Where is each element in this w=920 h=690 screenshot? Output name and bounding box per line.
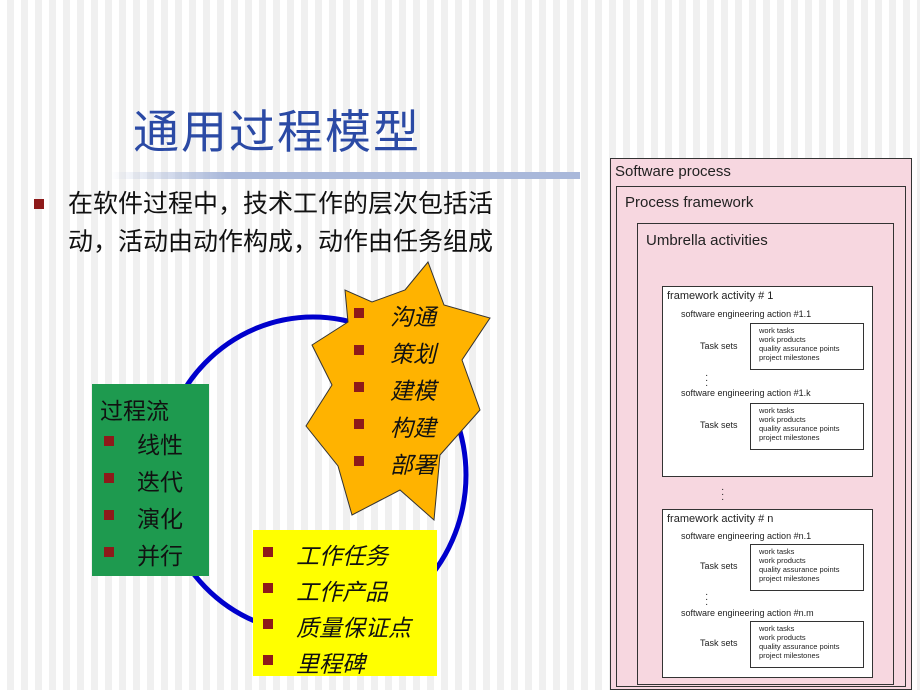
square-bullet-icon xyxy=(263,547,273,557)
framework-activity-title: framework activity # n xyxy=(667,513,774,525)
task-line: project milestones xyxy=(759,433,820,442)
bullet-text-line-2: 动，活动由动作构成，动作由任务组成 xyxy=(68,227,494,256)
task-line: work tasks xyxy=(759,547,795,556)
flow-item-label: 线性 xyxy=(137,433,183,459)
framework-activity-1: framework activity # 1 software engineer… xyxy=(662,286,873,477)
se-action-label: software engineering action #1.1 xyxy=(681,309,812,319)
task-line: quality assurance points xyxy=(759,344,840,353)
activity-label: 构建 xyxy=(390,416,436,442)
square-bullet-icon xyxy=(354,382,364,392)
square-bullet-icon xyxy=(34,199,44,209)
task-line: project milestones xyxy=(759,651,820,660)
square-bullet-icon xyxy=(263,619,273,629)
activity-label: 策划 xyxy=(390,342,436,368)
task-items-box: 工作任务 工作产品 质量保证点 里程碑 xyxy=(253,530,437,678)
process-flow-heading: 过程流 xyxy=(100,399,169,425)
framework-activity-n: framework activity # n software engineer… xyxy=(662,509,873,678)
slide-title: 通用过程模型 xyxy=(133,105,421,159)
activity-label: 建模 xyxy=(390,379,436,405)
task-line: work tasks xyxy=(759,624,795,633)
se-action-label: software engineering action #n.m xyxy=(681,608,814,618)
task-line: work products xyxy=(759,556,806,565)
umbrella-activities-box: Umbrella activities framework activity #… xyxy=(637,223,894,685)
square-bullet-icon xyxy=(104,473,114,483)
task-item-label: 质量保证点 xyxy=(296,616,411,642)
main-bullet: 在软件过程中，技术工作的层次包括活 动，活动由动作构成，动作由任务组成 xyxy=(34,185,594,261)
task-line: quality assurance points xyxy=(759,424,840,433)
software-process-label: Software process xyxy=(615,163,731,180)
task-item-label: 里程碑 xyxy=(296,652,365,678)
task-set-box: work tasks work products quality assuran… xyxy=(750,323,864,370)
process-flow-box: 过程流 线性 迭代 演化 并行 xyxy=(92,384,209,576)
task-line: work products xyxy=(759,633,806,642)
task-sets-label: Task sets xyxy=(700,638,738,648)
flow-item-label: 并行 xyxy=(137,544,183,570)
process-framework-box: Process framework Umbrella activities fr… xyxy=(616,186,906,687)
software-process-diagram: Software process Process framework Umbre… xyxy=(610,158,912,690)
bullet-text-line-1: 在软件过程中，技术工作的层次包括活 xyxy=(68,189,494,218)
task-line: project milestones xyxy=(759,353,820,362)
square-bullet-icon xyxy=(104,510,114,520)
task-item-label: 工作任务 xyxy=(296,544,388,570)
task-item-label: 工作产品 xyxy=(296,580,388,606)
flow-item-label: 演化 xyxy=(137,507,183,533)
star-burst xyxy=(305,261,491,522)
task-line: quality assurance points xyxy=(759,642,840,651)
square-bullet-icon xyxy=(354,456,364,466)
framework-activity-title: framework activity # 1 xyxy=(667,290,774,302)
title-underline xyxy=(110,172,580,179)
task-line: work products xyxy=(759,415,806,424)
process-framework-label: Process framework xyxy=(625,194,754,211)
task-set-box: work tasks work products quality assuran… xyxy=(750,403,864,450)
flow-item-label: 迭代 xyxy=(137,470,183,496)
task-line: work tasks xyxy=(759,406,795,415)
square-bullet-icon xyxy=(263,655,273,665)
task-sets-label: Task sets xyxy=(700,420,738,430)
square-bullet-icon xyxy=(354,419,364,429)
umbrella-activities-label: Umbrella activities xyxy=(646,232,768,249)
vertical-ellipsis-icon: ··· xyxy=(705,589,709,610)
square-bullet-icon xyxy=(263,583,273,593)
task-line: work tasks xyxy=(759,326,795,335)
task-set-box: work tasks work products quality assuran… xyxy=(750,544,864,591)
vertical-ellipsis-icon: ··· xyxy=(705,370,709,391)
square-bullet-icon xyxy=(104,436,114,446)
square-bullet-icon xyxy=(104,547,114,557)
vertical-ellipsis-icon: ··· xyxy=(721,484,725,505)
task-sets-label: Task sets xyxy=(700,561,738,571)
square-bullet-icon xyxy=(354,345,364,355)
task-set-box: work tasks work products quality assuran… xyxy=(750,621,864,668)
se-action-label: software engineering action #1.k xyxy=(681,388,811,398)
task-line: work products xyxy=(759,335,806,344)
square-bullet-icon xyxy=(354,308,364,318)
se-action-label: software engineering action #n.1 xyxy=(681,531,812,541)
task-line: project milestones xyxy=(759,574,820,583)
activity-label: 沟通 xyxy=(390,305,436,331)
task-sets-label: Task sets xyxy=(700,341,738,351)
task-line: quality assurance points xyxy=(759,565,840,574)
activity-label: 部署 xyxy=(390,453,436,479)
